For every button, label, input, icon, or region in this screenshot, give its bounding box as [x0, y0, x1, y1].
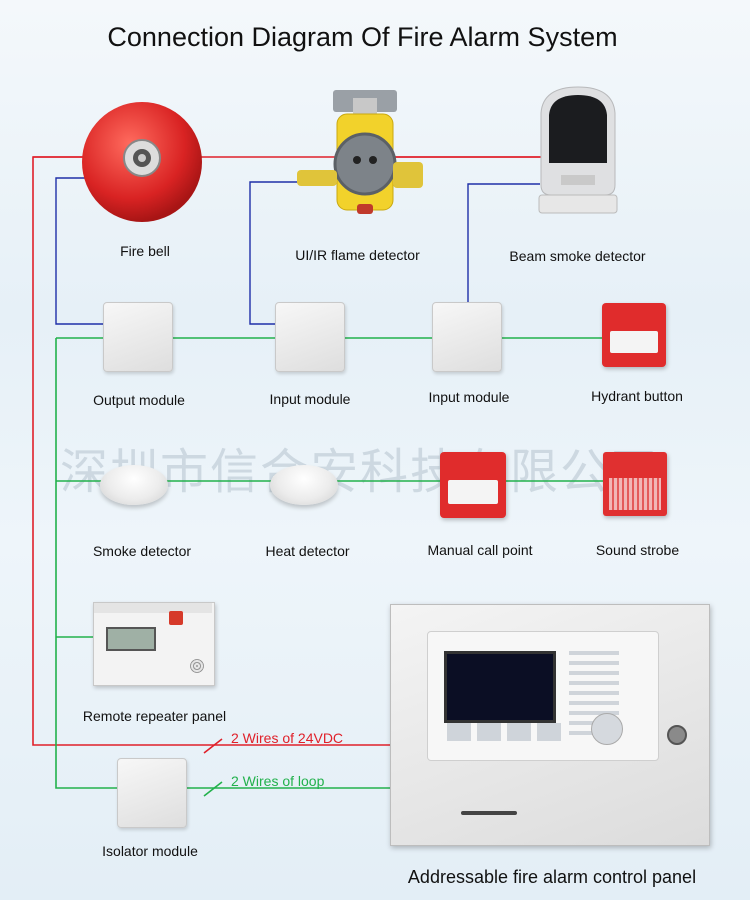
signal-wire-beam — [467, 183, 540, 304]
input-module-1-label: Input module — [269, 391, 351, 407]
repeater-logo-mark — [169, 611, 183, 625]
flame-detector-image — [295, 90, 435, 220]
page-title: Connection Diagram Of Fire Alarm System — [107, 22, 618, 52]
smoke-detector-label: Smoke detector — [92, 543, 192, 559]
control-panel-button-row — [447, 723, 565, 741]
hydrant-button-image — [602, 303, 666, 367]
sound-strobe-grille — [609, 478, 661, 510]
repeater-header-strip — [94, 603, 212, 613]
control-panel-key-lock — [667, 725, 687, 745]
remote-repeater-panel-image — [93, 602, 215, 686]
input-module-2-image — [432, 302, 502, 372]
control-panel-lcd — [444, 651, 556, 723]
flame-detector-label: UI/IR flame detector — [295, 247, 420, 263]
isolator-module-label: Isolator module — [102, 843, 198, 859]
repeater-lcd — [106, 627, 156, 651]
sound-strobe-label: Sound strobe — [595, 542, 680, 558]
manual-call-point-label: Manual call point — [427, 542, 533, 558]
signal-wire-flame — [249, 181, 300, 325]
hydrant-button-window — [610, 331, 658, 353]
power-break-mark — [203, 738, 223, 754]
repeater-speaker — [190, 659, 204, 673]
control-panel-image — [390, 604, 710, 846]
power-wire-main — [32, 156, 548, 746]
heat-detector-label: Heat detector — [265, 543, 350, 559]
signal-wire-bell — [55, 177, 104, 325]
smoke-detector-image — [100, 465, 168, 505]
hydrant-button-label: Hydrant button — [591, 388, 683, 404]
fire-bell-label: Fire bell — [120, 243, 170, 259]
sound-strobe-image — [603, 452, 667, 516]
fire-bell-image — [80, 100, 204, 224]
beam-smoke-detector-image — [533, 83, 623, 218]
control-panel-printer-slot — [461, 811, 517, 815]
loop-wire-main — [55, 338, 392, 789]
remote-repeater-panel-label: Remote repeater panel — [82, 708, 227, 724]
power-wire-label: 2 Wires of 24VDC — [231, 730, 344, 746]
heat-detector-image — [270, 465, 338, 505]
output-module-label: Output module — [93, 392, 185, 408]
manual-call-point-image — [440, 452, 506, 518]
control-panel-nav-keys — [591, 713, 623, 745]
input-module-1-image — [275, 302, 345, 372]
beam-smoke-detector-label: Beam smoke detector — [509, 248, 646, 264]
loop-break-mark — [203, 781, 223, 797]
output-module-image — [103, 302, 173, 372]
isolator-module-image — [117, 758, 187, 828]
control-panel-label: Addressable fire alarm control panel — [407, 867, 697, 887]
loop-wire-label: 2 Wires of loop — [231, 773, 325, 789]
manual-call-point-window — [448, 480, 498, 504]
input-module-2-label: Input module — [428, 389, 510, 405]
